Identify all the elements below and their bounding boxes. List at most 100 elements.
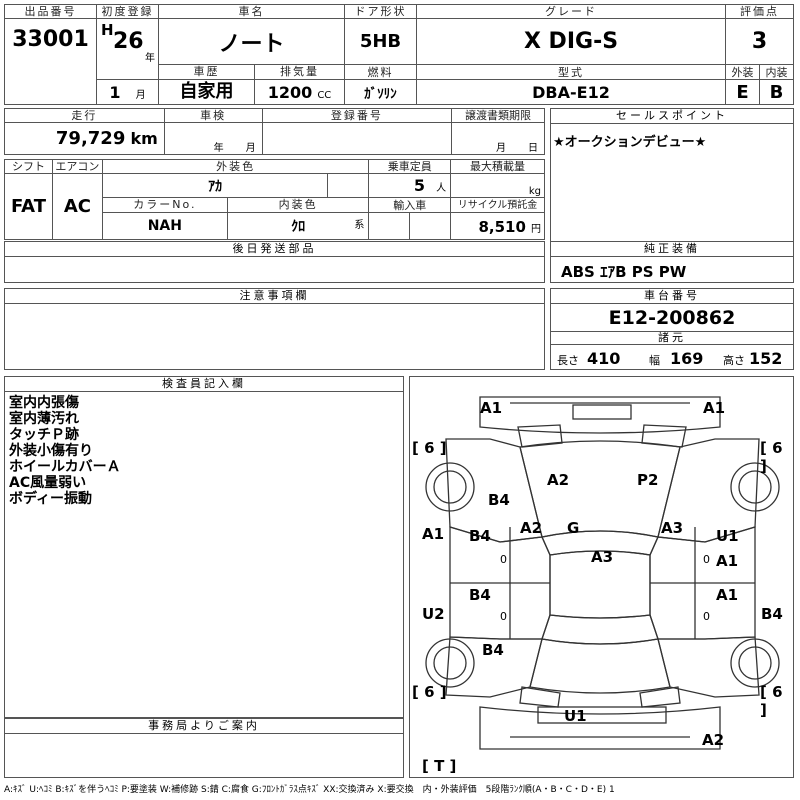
load-label: 最大積載量 <box>450 159 545 174</box>
options-label: 純正装備 <box>551 242 793 257</box>
int-grade: B <box>759 79 794 105</box>
inspector-notes: 室内内張傷 室内薄汚れ タッチＰ跡 外装小傷有り ホイールカバーＡ AC風量弱い… <box>9 395 121 507</box>
load: kg <box>450 173 545 198</box>
inspector-box: 検査員記入欄 室内内張傷 室内薄汚れ タッチＰ跡 外装小傷有り ホイールカバーＡ… <box>4 376 404 718</box>
first-reg-year: H 26 年 <box>96 18 159 80</box>
history-label: 車歴 <box>159 65 255 79</box>
transfer-date: 月日 <box>451 122 545 155</box>
import-a <box>368 212 411 240</box>
color: ｱｶ <box>101 173 329 198</box>
history: 自家用 <box>159 80 255 104</box>
car-name-label: 車名 <box>158 4 345 19</box>
damage-left-side-front: A1 <box>422 525 445 543</box>
model-label: 型式 <box>416 64 726 80</box>
cc: 1200 CC <box>267 82 332 102</box>
sales-point-label: セールスポイント <box>551 109 793 124</box>
import-b <box>409 212 452 240</box>
header-grid: 出品番号 初度登録 車名 ドア形状 グレード 評価点 33001 H 26 年 … <box>4 4 794 105</box>
mileage-label: 走行 <box>4 108 165 123</box>
colorno-interior-label-cell: カラーNo. 内装色 <box>101 197 370 213</box>
inspection-date: 年月 <box>163 122 263 155</box>
reg-no <box>261 122 453 155</box>
reg-no-label: 登録番号 <box>261 108 453 123</box>
grade: X DIG-S <box>416 18 726 65</box>
first-reg-label: 初度登録 <box>96 4 159 19</box>
tire-front-left: [ 6 ] <box>412 439 447 457</box>
note-item: 外装小傷有り <box>9 443 93 459</box>
interior: ｸﾛ 系 <box>291 219 365 235</box>
color-label: 外装色 <box>101 159 370 174</box>
inspection-label: 車検 <box>163 108 263 123</box>
car-name: ノート <box>158 18 345 65</box>
damage-left-side-rear: U2 <box>422 605 445 623</box>
damage-hood-left: A2 <box>547 471 570 489</box>
capacity: 5 人 <box>368 173 452 198</box>
color-no-label: カラーNo. <box>103 198 228 212</box>
damage-right-front-door-u1: U1 <box>716 527 739 545</box>
ac: AC <box>51 173 103 240</box>
office-label: 事務局よりご案内 <box>5 719 403 734</box>
damage-right-rear-door: A1 <box>716 586 739 604</box>
options-text: ABS ｴｱB PS PW <box>561 263 687 281</box>
ac-label: エアコン <box>51 159 103 174</box>
damage-left-rear-door: B4 <box>469 586 491 604</box>
sales-point-text: ★オークションデビュー★ <box>553 135 707 150</box>
mark-right-front-door: 0 <box>703 553 710 566</box>
ext-grade: E <box>725 79 760 105</box>
chassis-number: E12-200862 <box>608 307 736 329</box>
later-parts-box: 後日発送部品 <box>4 241 545 283</box>
mileage: 79,729 km <box>4 122 165 155</box>
damage-rear-bumper-center: U1 <box>564 707 587 725</box>
damage-roof: A3 <box>591 548 614 566</box>
spec-grid: シフト エアコン 外装色 乗車定員 最大積載量 FAT AC ｱｶ 5 人 kg… <box>4 159 545 240</box>
mileage-grid: 走行 車検 登録番号 譲渡書類期限 79,729 km 年月 月日 <box>4 108 545 155</box>
mark-left-front-door: 0 <box>500 553 507 566</box>
damage-hood-right: P2 <box>637 471 659 489</box>
damage-front-bumper-left: A1 <box>480 399 503 417</box>
color-extra <box>327 173 370 198</box>
import-label: 輸入車 <box>368 197 452 213</box>
fuel-label: 燃料 <box>344 64 417 80</box>
grade-label: グレード <box>416 4 726 19</box>
tire-spare: [ T ] <box>422 757 457 775</box>
door-label: ドア形状 <box>344 4 417 19</box>
caution-box: 注意事項欄 <box>4 288 545 370</box>
damage-rear-fender-left: B4 <box>482 641 504 659</box>
score-label: 評価点 <box>725 4 794 19</box>
capacity-label: 乗車定員 <box>368 159 452 174</box>
lot-number: 33001 <box>4 18 97 105</box>
damage-windshield-right: A3 <box>661 519 684 537</box>
mark-right-rear-door: 0 <box>703 610 710 623</box>
office-box: 事務局よりご案内 <box>4 718 404 778</box>
history-cc-cell: 自家用 1200 CC <box>158 79 345 105</box>
damage-front-fender-left: B4 <box>488 491 510 509</box>
mark-left-rear-door: 0 <box>500 610 507 623</box>
caution-label: 注意事項欄 <box>5 289 544 304</box>
car-outline <box>425 396 780 750</box>
damage-right-side-rear: B4 <box>761 605 783 623</box>
first-reg-month: 1 月 <box>96 79 159 105</box>
inspector-label: 検査員記入欄 <box>5 377 403 392</box>
options-box: 純正装備 ABS ｴｱB PS PW <box>550 241 794 283</box>
door-type: 5HB <box>344 18 417 65</box>
tire-front-right: [ 6 ] <box>760 439 783 475</box>
score: 3 <box>725 18 794 65</box>
recycle-label: リサイクル預託金 <box>450 197 545 213</box>
damage-left-front-door: B4 <box>469 527 491 545</box>
ext-label: 外装 <box>725 64 760 80</box>
cc-label: 排気量 <box>280 65 319 78</box>
note-item: 室内薄汚れ <box>9 411 79 427</box>
note-item: ボディー振動 <box>9 491 93 507</box>
damage-windshield-left: A2 <box>520 519 543 537</box>
int-label: 内装 <box>759 64 794 80</box>
chassis-label: 車台番号 <box>551 289 793 304</box>
history-cc-label-cell: 車歴 排気量 <box>158 64 345 80</box>
damage-right-front-door-a1: A1 <box>716 552 739 570</box>
shift: FAT <box>4 173 53 240</box>
interior-label: 内装色 <box>278 198 318 211</box>
damage-front-bumper-right: A1 <box>703 399 726 417</box>
note-item: ホイールカバーＡ <box>9 459 121 475</box>
